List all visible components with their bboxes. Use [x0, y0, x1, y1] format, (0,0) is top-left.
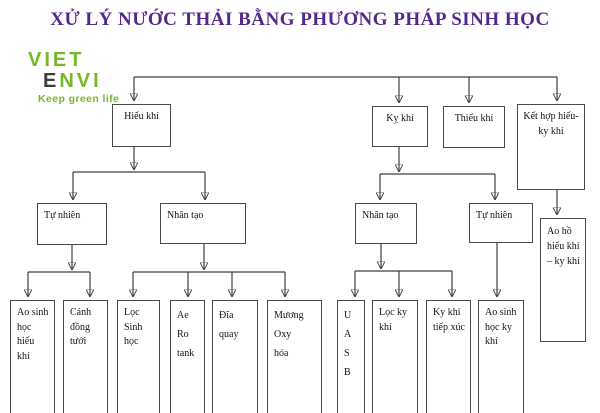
node-nhan-tao-left: Nhân tạo — [160, 203, 246, 244]
node-tu-nhien-right: Tự nhiên — [469, 203, 533, 243]
page-title: XỬ LÝ NƯỚC THẢI BẰNG PHƯƠNG PHÁP SINH HỌ… — [50, 9, 550, 30]
logo-letter-e: E — [43, 70, 60, 92]
node-uasb: U A S B — [337, 300, 365, 413]
node-nhan-tao-right: Nhân tạo — [355, 203, 417, 244]
vietenvi-logo: VIET ENVI Keep green life — [28, 50, 119, 105]
node-ao-sinh-hoc-hieu-khi: Ao sinh học hiếu khí — [10, 300, 55, 413]
node-thieu-khi: Thiếu khí — [443, 106, 505, 148]
logo-letters-nvi: NVI — [59, 70, 102, 92]
node-ky-khi-tiep-xuc: Ky khí tiếp xúc — [426, 300, 471, 413]
node-muong-oxy-hoa: Mương Oxy hóa — [267, 300, 322, 413]
node-canh-dong-tuoi: Cánh đồng tưới — [63, 300, 108, 413]
node-tu-nhien-left: Tự nhiên — [37, 203, 107, 245]
node-ket-hop-hieu-ky-khi: Kết hợp hiếu- ky khí — [517, 104, 585, 190]
node-ky-khi: Kỵ khí — [372, 106, 428, 147]
node-loc-ky-khi: Lọc ky khí — [372, 300, 418, 413]
node-loc-sinh-hoc: Lọc Sinh học — [117, 300, 160, 413]
logo-word-envi: ENVI — [43, 71, 119, 91]
node-ao-sinh-hoc-ky-khi: Ao sinh học ky khí — [478, 300, 524, 413]
node-aerotank: Ae Ro tank — [170, 300, 205, 413]
logo-tagline: Keep green life — [38, 93, 120, 105]
node-ao-ho-hieu-khi-ky-khi: Ao hồ hiếu khí – ky khí — [540, 218, 586, 342]
node-dia-quay: Đĩa quay — [212, 300, 258, 413]
node-hieu-khi: Hiếu khí — [112, 104, 171, 147]
logo-word-viet: VIET — [28, 49, 85, 71]
